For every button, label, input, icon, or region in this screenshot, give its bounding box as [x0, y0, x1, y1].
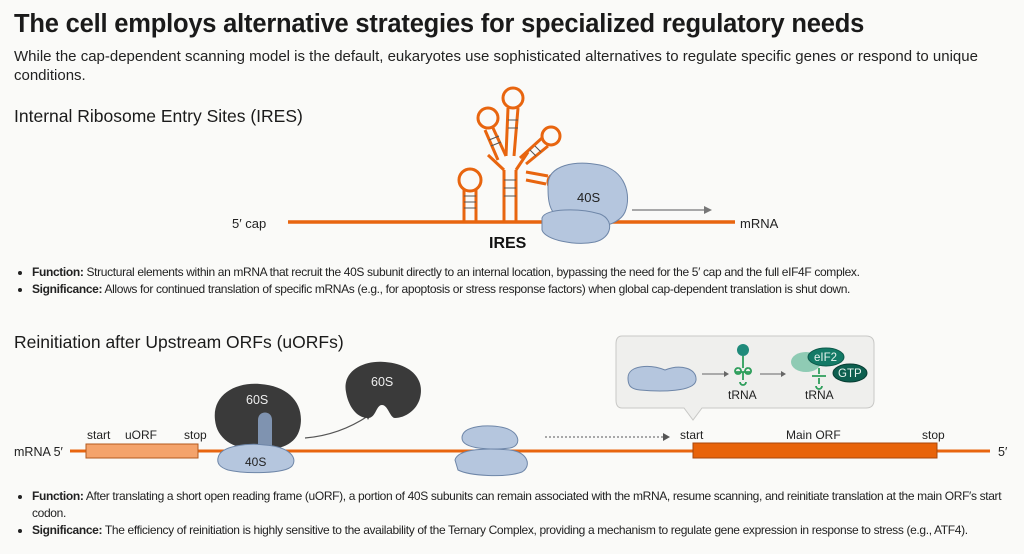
arrow-head-icon — [724, 371, 729, 377]
ires-label: IRES — [489, 235, 527, 252]
scanning-40s — [461, 425, 519, 450]
released-60s-label: 60S — [371, 375, 393, 389]
ternary-complex-callout: tRNA eIF2 GTP tRNA — [615, 335, 875, 421]
uorf-heading: Reinitiation after Upstream ORFs (uORFs) — [14, 332, 344, 352]
ires-40s-lower — [541, 209, 610, 244]
trna-label-2: tRNA — [805, 388, 834, 402]
ribosome-40s-label: 40S — [245, 455, 266, 469]
uorf-label: uORF — [125, 428, 157, 442]
eif2-label: eIF2 — [814, 352, 837, 364]
main-orf-label: Main ORF — [786, 428, 841, 442]
gtp-icon — [832, 363, 868, 383]
ribosome-60s-label: 60S — [246, 393, 268, 407]
bullet-term: Function: — [32, 265, 84, 279]
ires-diagram: 5′ cap 40S mRNA IRES — [232, 86, 779, 252]
bullet-text: After translating a short open reading f… — [32, 489, 1002, 520]
trna-icon — [734, 356, 752, 386]
main-start-label: start — [680, 428, 704, 442]
uorf-bullets: Function: After translating a short open… — [16, 488, 1024, 539]
ires-heading: Internal Ribosome Entry Sites (IRES) — [14, 106, 303, 126]
arrow-head-icon — [663, 433, 670, 441]
trna-label-1: tRNA — [728, 388, 757, 402]
ribosome-60s — [214, 383, 301, 450]
uorf-stop-label: stop — [184, 428, 207, 442]
page-title: The cell employs alternative strategies … — [14, 10, 865, 38]
ires-mrna-label: mRNA — [740, 216, 779, 231]
arrow-head-icon — [781, 371, 786, 377]
arrow-head-icon — [704, 206, 712, 214]
uorf-mrna-label: mRNA 5′ — [14, 445, 64, 459]
bullet-term: Significance: — [32, 282, 103, 296]
main-orf-box — [692, 442, 938, 459]
bullet-term: Function: — [32, 489, 84, 503]
bullet-text: Allows for continued translation of spec… — [102, 282, 851, 296]
uorf-diagram: mRNA 5′ 5′ start uORF stop 60S 40S 60S s… — [14, 335, 1008, 477]
scanning-40s-lower — [454, 448, 528, 477]
callout-40s — [627, 365, 697, 392]
ribosome-40s — [217, 443, 295, 474]
gtp-label: GTP — [838, 368, 862, 380]
bullet-text: The efficiency of reinitiation is highly… — [102, 523, 968, 537]
bullet-term: Significance: — [32, 523, 103, 537]
uorf-box — [85, 443, 199, 459]
cap-label: 5′ cap — [232, 216, 266, 231]
bullet-significance: Significance: Allows for continued trans… — [32, 281, 1024, 298]
bullet-function: Function: Structural elements within an … — [32, 264, 1024, 281]
release-arrow — [304, 415, 369, 439]
main-stop-label: stop — [922, 428, 945, 442]
bullet-function: Function: After translating a short open… — [32, 488, 1024, 522]
ires-40s-label: 40S — [577, 190, 600, 205]
ires-bullets: Function: Structural elements within an … — [16, 264, 1024, 298]
eif2-icon — [807, 347, 845, 367]
released-60s — [345, 361, 421, 418]
met-amino-acid-icon — [737, 344, 749, 356]
ires-base-pairs — [464, 119, 542, 209]
trna-icon-2 — [812, 368, 826, 390]
ribosome-channel — [258, 412, 272, 448]
mrna-3-end-label: 5′ — [998, 445, 1008, 459]
bullet-significance: Significance: The efficiency of reinitia… — [32, 522, 1024, 539]
bullet-text: Structural elements within an mRNA that … — [83, 265, 860, 279]
uorf-start-label: start — [87, 428, 111, 442]
page-subtitle: While the cap-dependent scanning model i… — [14, 48, 978, 84]
